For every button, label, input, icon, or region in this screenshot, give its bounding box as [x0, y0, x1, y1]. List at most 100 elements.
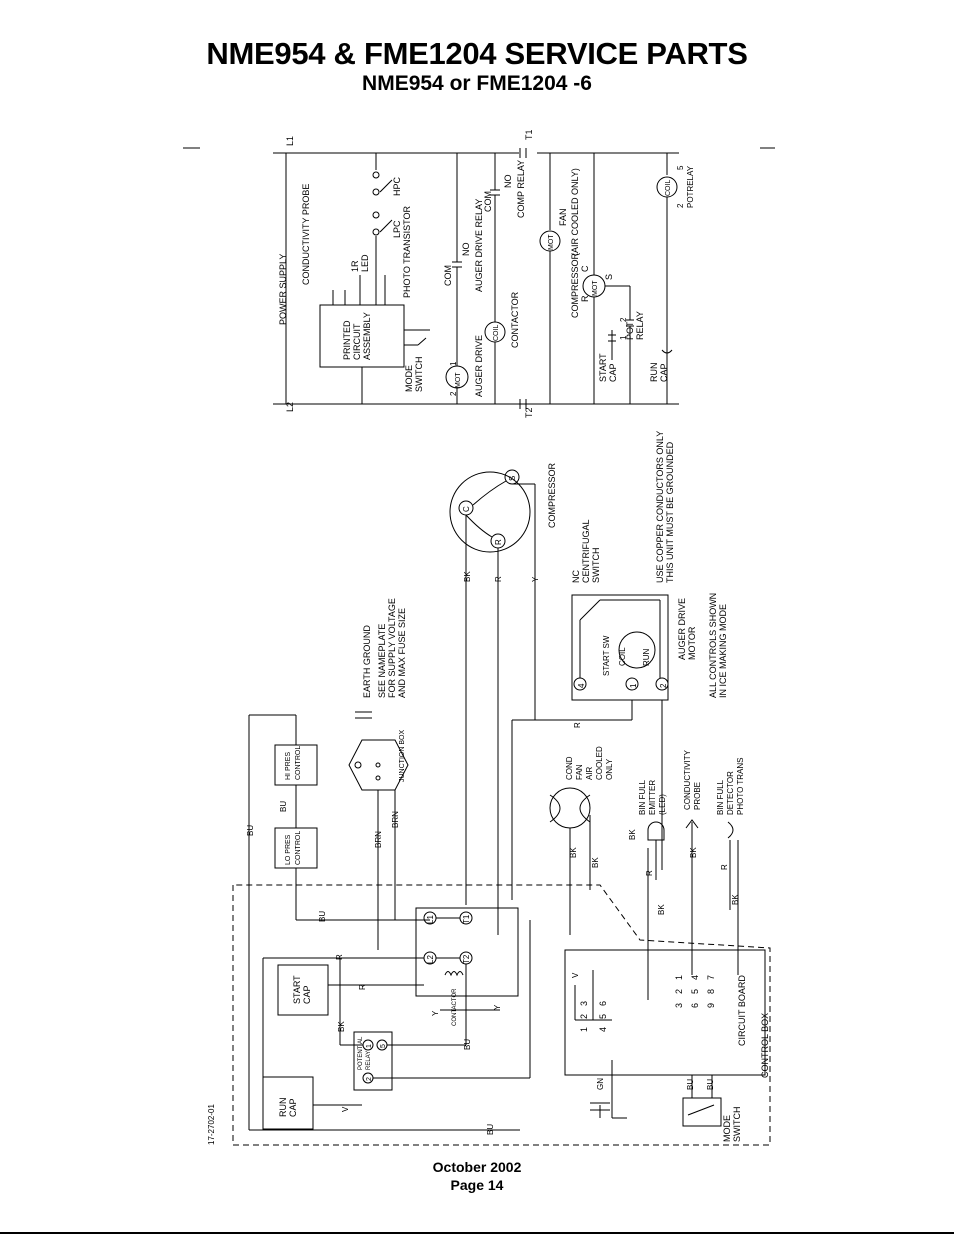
run-cap-label-1: RUN — [278, 1098, 288, 1118]
comp-r-label: R — [580, 295, 590, 302]
copper-notice-1: USE COPPER CONDUCTORS ONLY — [655, 431, 665, 583]
auger-drive-relay-label: AUGER DRIVE RELAY — [474, 199, 484, 292]
board-pin-5: 5 — [598, 1014, 608, 1019]
circuit-board-label: CIRCUIT BOARD — [737, 975, 747, 1046]
start-cap-label-1: START — [292, 975, 302, 1004]
mot-pin-2: 2 — [449, 391, 458, 396]
conductivity-label-2: PROBE — [693, 782, 702, 810]
pot-relay-label: POT RELAY — [625, 311, 645, 340]
motor-pin-1: 1 — [629, 683, 638, 688]
wire-y-2: Y — [431, 1010, 440, 1016]
svg-text:LED: LED — [360, 254, 370, 272]
nc-label: NC — [571, 570, 581, 583]
bin-emitter-label-2: EMITTER — [648, 780, 657, 815]
contactor-l2: L2 — [426, 955, 435, 964]
svg-text:CAP: CAP — [608, 363, 618, 382]
wire-bk-2: BK — [569, 847, 578, 858]
compressor-label: COMPRESSOR — [570, 252, 580, 318]
wire-r-2: R — [573, 722, 582, 728]
svg-text:RUN: RUN — [649, 363, 659, 383]
photo-transistor-label: PHOTO TRANSISTOR — [402, 205, 412, 298]
potential-relay-label-2: RELAY — [366, 1051, 372, 1070]
potrelay-label: POTRELAY — [686, 165, 695, 208]
wire-v-1: V — [571, 972, 580, 978]
cond-fan — [549, 787, 591, 829]
footer-rule — [0, 1232, 954, 1234]
svg-text:SWITCH: SWITCH — [414, 357, 424, 393]
wire-r-6: R — [358, 984, 367, 990]
motor-pin-4: 4 — [577, 683, 586, 688]
compressor-terminals — [449, 471, 531, 553]
svg-text:POT: POT — [625, 321, 635, 340]
page-title: NME954 & FME1204 SERVICE PARTS — [206, 36, 748, 71]
contactor-t2: T2 — [462, 954, 471, 964]
wire-bu-1: BU — [246, 825, 255, 836]
nameplate-notice-1: SEE NAMEPLATE — [377, 624, 387, 698]
comp-c-terminal: C — [462, 506, 471, 512]
wire-bk-5: BK — [689, 847, 698, 858]
probe-pin-9: 9 — [706, 1003, 716, 1008]
coil-label-3: COIL — [618, 647, 627, 666]
pot-pin-2: 2 — [619, 317, 628, 322]
ladder-run-cap-label: RUN CAP — [649, 363, 669, 383]
contactor-l1: L1 — [426, 915, 435, 924]
comp-s-terminal: S — [508, 476, 517, 481]
earth-ground-label: EARTH GROUND — [362, 625, 372, 698]
motor-pin-2: 2 — [659, 683, 668, 688]
probe-pin-5: 5 — [690, 989, 700, 994]
probe-pin-1: 1 — [674, 975, 684, 980]
svg-text:1R: 1R — [350, 260, 360, 272]
nameplate-notice-2: FOR SUPPLY VOLTAGE — [387, 598, 397, 698]
run-label: RUN — [642, 648, 651, 666]
no-label-2: NO — [503, 175, 513, 189]
probe-pin-4: 4 — [690, 975, 700, 980]
nameplate-notice-3: AND MAX FUSE SIZE — [397, 608, 407, 698]
auger-drive-motor-label-1: AUGER DRIVE — [677, 598, 687, 660]
comp-r-terminal: R — [494, 539, 503, 545]
wire-r-3: R — [645, 870, 654, 876]
wire-bu-5: BU — [686, 1079, 695, 1090]
cond-fan-label-2: FAN — [575, 764, 584, 780]
wire-bk-6: BK — [657, 904, 666, 915]
wire-brn-1: BRN — [374, 831, 383, 848]
connection-diagram — [232, 469, 771, 1146]
centrifugal-label: CENTRIFUGAL — [581, 519, 591, 583]
potential-relay-label-1: POTENTIAL — [358, 1036, 364, 1070]
wire-bu-4: BU — [463, 1039, 472, 1050]
probe-pin-8: 8 — [706, 989, 716, 994]
bin-detector-label-2: DETECTOR — [726, 771, 735, 815]
compressor-label-2: COMPRESSOR — [547, 462, 557, 528]
comp-relay-label: COMP RELAY — [516, 160, 526, 218]
air-cooled-only-label: (AIR COOLED ONLY) — [570, 168, 580, 256]
ir-led-label: 1R LED — [350, 254, 370, 272]
svg-text:CIRCUIT: CIRCUIT — [352, 323, 362, 360]
potential-relay — [353, 1031, 393, 1091]
svg-text:MODE: MODE — [404, 365, 414, 392]
control-box-outline — [232, 884, 771, 1146]
mode-switch-label-2: SWITCH — [732, 1107, 742, 1143]
coil-label-2: COIL — [665, 180, 672, 196]
wire-bk-4: BK — [628, 829, 637, 840]
wire-bu-7: BU — [486, 1124, 495, 1135]
drawing-number: 17-2702-01 — [207, 1104, 216, 1145]
relay-pin-2: 2 — [366, 1077, 373, 1081]
hpc-label: HPC — [392, 176, 402, 196]
wire-brn-2: BRN — [391, 811, 400, 828]
no-label-1: NO — [461, 243, 471, 257]
svg-text:RELAY: RELAY — [635, 311, 645, 340]
board-pin-1: 1 — [579, 1027, 589, 1032]
auger-drive-motor-label-2: MOTOR — [687, 626, 697, 660]
wire-y-1: Y — [531, 576, 540, 582]
svg-text:START: START — [598, 353, 608, 382]
fan-label: FAN — [558, 208, 568, 226]
comp-c-label: C — [580, 265, 590, 272]
wire-r-4: R — [720, 864, 729, 870]
wire-bu-6: BU — [706, 1079, 715, 1090]
power-supply-label: POWER SUPPLY — [278, 254, 288, 325]
mot-label-3: MOT — [592, 280, 599, 296]
switch-label: SWITCH — [591, 548, 601, 584]
bin-full-emitter — [647, 821, 665, 841]
wire-bk-7: BK — [731, 894, 740, 905]
svg-text:ASSEMBLY: ASSEMBLY — [362, 312, 372, 360]
